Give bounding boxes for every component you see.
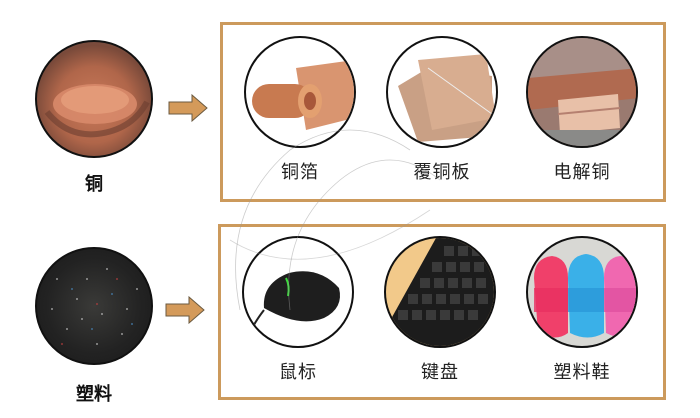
product-copper-clad-board: 覆铜板 bbox=[382, 36, 502, 184]
electrolytic-copper-bars-icon bbox=[526, 36, 638, 148]
product-keyboard: 键盘 bbox=[380, 236, 500, 384]
copper-clad-board-icon bbox=[386, 36, 498, 148]
plastic-granules-image bbox=[35, 247, 153, 365]
copper-foil-roll-icon bbox=[244, 36, 356, 148]
right-arrow-icon bbox=[165, 296, 205, 324]
product-label: 铜箔 bbox=[281, 162, 319, 183]
source-label-copper: 铜 bbox=[85, 174, 103, 195]
product-label: 键盘 bbox=[421, 362, 459, 383]
product-mouse: 鼠标 bbox=[238, 236, 358, 384]
product-label: 鼠标 bbox=[279, 362, 317, 383]
copper-granules-image bbox=[35, 40, 153, 158]
plastic-slippers-icon bbox=[526, 236, 638, 348]
plastic-products-box bbox=[218, 224, 666, 400]
product-copper-foil: 铜箔 bbox=[240, 36, 360, 184]
product-label: 电解铜 bbox=[553, 162, 611, 183]
copper-products-box bbox=[220, 22, 666, 202]
plastic-granules-icon bbox=[51, 268, 138, 345]
copper-granules-in-hand-icon bbox=[44, 84, 150, 138]
right-arrow-icon bbox=[168, 94, 208, 122]
product-electrolytic-copper: 电解铜 bbox=[522, 36, 642, 184]
product-label: 塑料鞋 bbox=[553, 362, 611, 383]
product-plastic-slippers: 塑料鞋 bbox=[522, 236, 642, 384]
computer-mouse-icon bbox=[242, 236, 354, 348]
keyboard-icon bbox=[384, 236, 496, 348]
product-label: 覆铜板 bbox=[413, 162, 471, 183]
source-label-plastic: 塑料 bbox=[76, 384, 112, 405]
